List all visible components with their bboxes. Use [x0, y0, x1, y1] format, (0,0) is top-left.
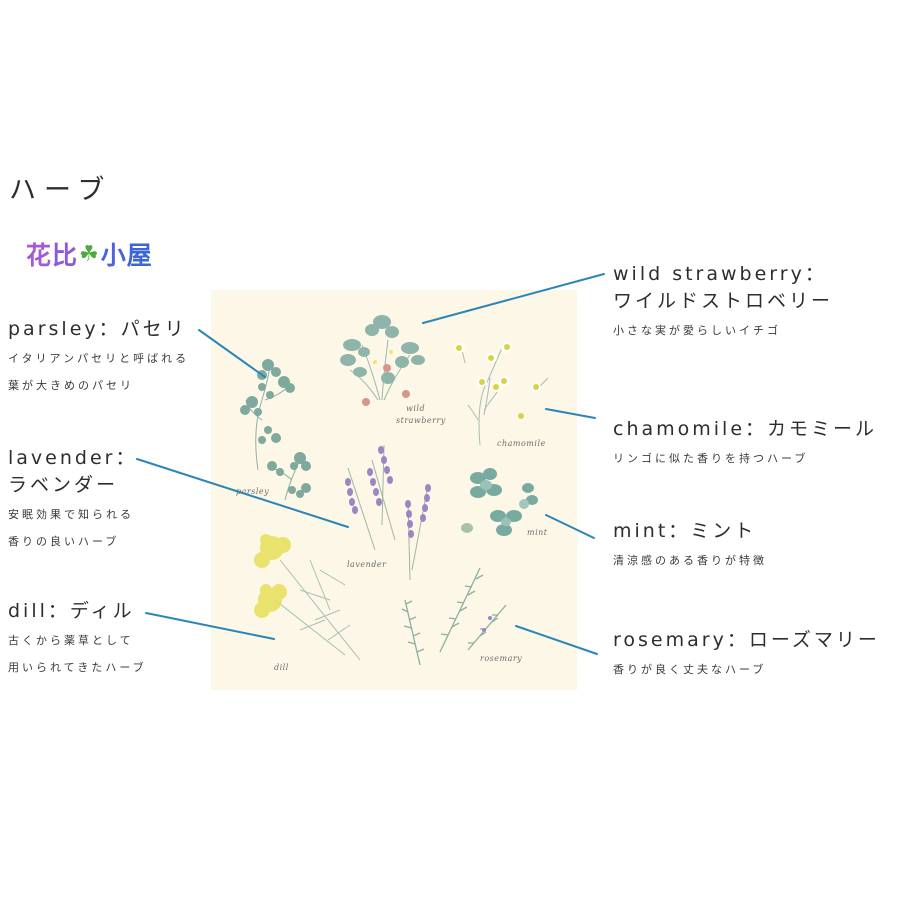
- herb-desc-rosemary: 香りが良く丈夫なハーブ: [613, 663, 767, 676]
- connector-line-mint: [545, 514, 595, 539]
- rosemary-illustration: [401, 567, 507, 666]
- callout-chamomile: chamomile：カモミール リンゴに似た香りを持つハーブ: [613, 416, 877, 472]
- logo: 花 比 ☘ 小 屋: [26, 238, 153, 270]
- herb-name-chamomile: chamomile：カモミール: [613, 418, 878, 440]
- herb-desc-dill: 古くから薬草として: [8, 634, 134, 647]
- herb-desc-chamomile: リンゴに似た香りを持つハーブ: [613, 452, 809, 465]
- herb-name-rosemary: rosemary：ローズマリー: [613, 629, 880, 651]
- herb-desc-lavender: 安眠効果で知られる: [8, 508, 134, 521]
- callout-lavender: lavender： ラベンダー 安眠効果で知られる 香りの良いハーブ: [8, 445, 137, 555]
- plant-label-mint: mint: [527, 528, 548, 537]
- herb-name-wild-strawberry: wild strawberry：: [613, 263, 827, 285]
- plant-label-lavender: lavender: [347, 560, 387, 569]
- mint-illustration: [461, 468, 538, 536]
- connector-line-chamomile: [545, 408, 596, 419]
- logo-char: 屋: [126, 241, 153, 270]
- dill-illustration: [254, 534, 361, 661]
- herb-name-dill: dill：ディル: [8, 600, 135, 622]
- callout-parsley: parsley：パセリ イタリアンパセリと呼ばれる 葉が大きめのパセリ: [8, 316, 189, 399]
- connector-line-rosemary: [515, 625, 598, 655]
- connector-line-dill: [145, 612, 275, 640]
- connector-line-lavender: [136, 458, 349, 528]
- herb-name-lavender-ja: ラベンダー: [8, 474, 119, 496]
- connector-line-wild-strawberry: [422, 273, 605, 324]
- logo-char: 花: [26, 241, 53, 270]
- four-leaf-clover-icon: ☘: [79, 241, 100, 267]
- herb-desc-wild-strawberry: 小さな実が愛らしいイチゴ: [613, 324, 781, 337]
- herb-desc-dill: 用いられてきたハーブ: [8, 661, 147, 674]
- plant-label-rosemary: rosemary: [480, 654, 522, 663]
- callout-mint: mint：ミント 清涼感のある香りが特徴: [613, 518, 767, 574]
- herb-name-wild-strawberry-ja: ワイルドストロベリー: [613, 290, 834, 312]
- plant-label-chamomile: chamomile: [497, 439, 546, 448]
- page-title: ハーブ: [9, 175, 113, 206]
- herb-name-mint: mint：ミント: [613, 520, 757, 542]
- logo-char: 小: [100, 241, 127, 270]
- herb-desc-parsley: イタリアンパセリと呼ばれる: [8, 352, 190, 365]
- herb-illustration-panel: [211, 290, 577, 690]
- connector-line-parsley: [198, 329, 266, 378]
- plant-label-wild-strawberry: wild: [406, 404, 425, 413]
- herb-desc-parsley: 葉が大きめのパセリ: [8, 379, 134, 392]
- callout-wild-strawberry: wild strawberry： ワイルドストロベリー 小さな実が愛らしいイチゴ: [613, 261, 833, 344]
- herb-name-parsley: parsley：パセリ: [8, 318, 187, 340]
- herb-name-lavender: lavender：: [8, 447, 138, 469]
- callout-dill: dill：ディル 古くから薬草として 用いられてきたハーブ: [8, 598, 147, 681]
- herb-desc-mint: 清涼感のある香りが特徴: [613, 554, 767, 567]
- lavender-illustration: [345, 444, 431, 581]
- wild-strawberry-illustration: [340, 315, 425, 406]
- logo-char: 比: [52, 241, 79, 270]
- plant-label-wild-strawberry: strawberry: [396, 416, 446, 425]
- plant-label-dill: dill: [274, 663, 289, 672]
- callout-rosemary: rosemary：ローズマリー 香りが良く丈夫なハーブ: [613, 627, 880, 683]
- herb-desc-lavender: 香りの良いハーブ: [8, 535, 120, 548]
- plant-label-parsley: parsley: [236, 487, 269, 496]
- parsley-illustration: [240, 359, 311, 501]
- chamomile-illustration: [455, 343, 549, 446]
